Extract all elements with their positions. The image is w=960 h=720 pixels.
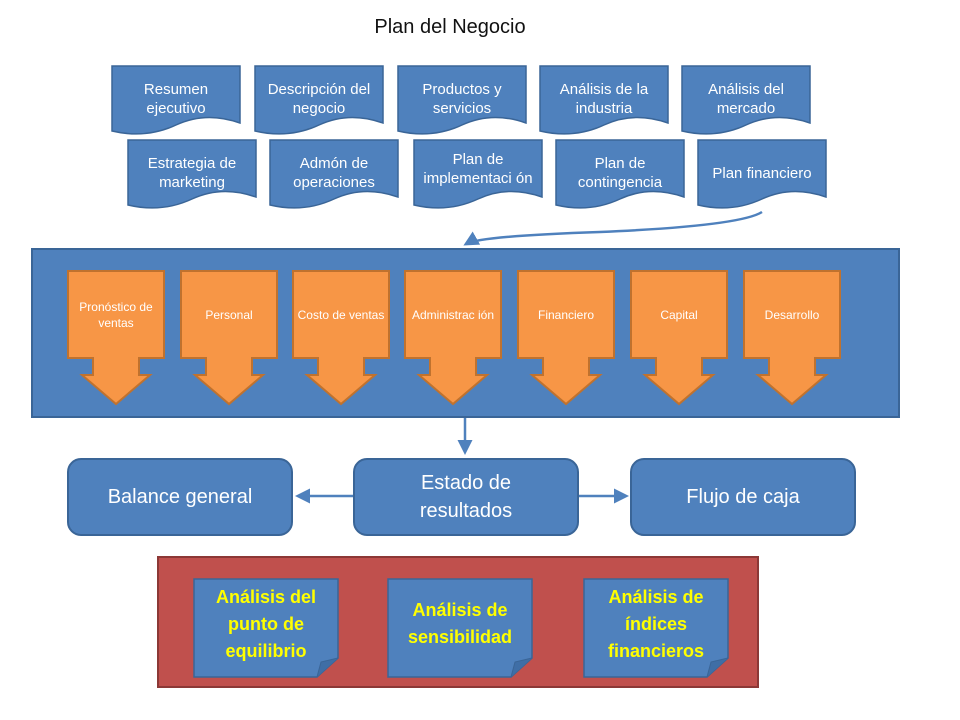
- section-doc-descripcion: Descripción del negocio: [254, 65, 384, 145]
- down-arrow-callout-shape: [743, 270, 841, 406]
- folded-note-shape: [583, 578, 729, 678]
- flujo-caja-label: Flujo de caja: [686, 486, 800, 508]
- section-label: Plan de contingencia: [577, 155, 663, 191]
- budget-label: Administrac ión: [411, 308, 495, 322]
- document-shape: [697, 139, 827, 209]
- section-doc-resumen: Resumen ejecutivo: [111, 65, 241, 145]
- balance-general-label: Balance general: [107, 486, 253, 508]
- balance-general-box: Balance general: [67, 458, 293, 536]
- flujo-caja-box: Flujo de caja: [630, 458, 856, 536]
- budget-arrow-financiero: Financiero: [517, 270, 615, 410]
- section-doc-implementacion: Plan de implementaci ón: [413, 139, 543, 219]
- budget-label: Financiero: [537, 308, 595, 322]
- down-arrow-callout-shape: [404, 270, 502, 406]
- down-arrow-callout-shape: [630, 270, 728, 406]
- budget-label: Capital: [660, 308, 698, 322]
- document-shape: [555, 139, 685, 209]
- budget-arrow-costo: Costo de ventas: [292, 270, 390, 410]
- section-label: Productos y servicios: [422, 81, 502, 117]
- document-shape: [111, 65, 241, 135]
- analysis-note-indices: Análisis de índices financieros: [583, 578, 729, 678]
- budget-arrow-personal: Personal: [180, 270, 278, 410]
- document-shape: [269, 139, 399, 209]
- document-shape: [413, 139, 543, 209]
- section-label: Admón de operaciones: [293, 155, 375, 191]
- section-label: Plan de implementaci ón: [423, 151, 533, 187]
- budget-label: Costo de ventas: [297, 308, 385, 322]
- section-doc-contingencia: Plan de contingencia: [555, 139, 685, 219]
- section-doc-industria: Análisis de la industria: [539, 65, 669, 145]
- document-shape: [681, 65, 811, 135]
- estado-resultados-box: Estado de resultados: [353, 458, 579, 536]
- document-shape: [539, 65, 669, 135]
- folded-note-shape: [387, 578, 533, 678]
- section-doc-operaciones: Admón de operaciones: [269, 139, 399, 219]
- down-arrow-callout-shape: [67, 270, 165, 406]
- analysis-note-equilibrio: Análisis del punto de equilibrio: [193, 578, 339, 678]
- analysis-label: Análisis del punto de equilibrio: [215, 586, 317, 661]
- section-label: Descripción del negocio: [267, 81, 371, 117]
- budget-label: Desarrollo: [764, 308, 820, 322]
- document-shape: [397, 65, 527, 135]
- budget-arrow-capital: Capital: [630, 270, 728, 410]
- diagram-title: Plan del Negocio: [374, 16, 526, 38]
- document-shape: [127, 139, 257, 209]
- budget-arrow-administracion: Administrac ión: [404, 270, 502, 410]
- section-label: Plan financiero: [712, 164, 812, 182]
- analysis-label: Análisis de sensibilidad: [407, 600, 513, 647]
- section-doc-marketing: Estrategia de marketing: [127, 139, 257, 219]
- section-doc-financiero: Plan financiero: [697, 139, 827, 219]
- folded-note-shape: [193, 578, 339, 678]
- budget-arrow-desarrollo: Desarrollo: [743, 270, 841, 410]
- down-arrow-callout-shape: [292, 270, 390, 406]
- section-label: Resumen ejecutivo: [143, 81, 209, 117]
- section-label: Análisis de la industria: [559, 81, 649, 117]
- budget-label: Personal: [205, 308, 253, 322]
- section-doc-mercado: Análisis del mercado: [681, 65, 811, 145]
- section-doc-productos: Productos y servicios: [397, 65, 527, 145]
- document-shape: [254, 65, 384, 135]
- section-label: Análisis del mercado: [708, 81, 784, 117]
- down-arrow-callout-shape: [180, 270, 278, 406]
- analysis-note-sensibilidad: Análisis de sensibilidad: [387, 578, 533, 678]
- connector-financiero-to-panel: [463, 210, 763, 246]
- budget-arrow-pronostico: Pronóstico de ventas: [67, 270, 165, 410]
- budget-label: Pronóstico de ventas: [79, 300, 153, 330]
- section-label: Estrategia de marketing: [147, 155, 237, 191]
- analysis-label: Análisis de índices financieros: [607, 586, 705, 661]
- estado-resultados-label: Estado de resultados: [419, 472, 513, 522]
- down-arrow-callout-shape: [517, 270, 615, 406]
